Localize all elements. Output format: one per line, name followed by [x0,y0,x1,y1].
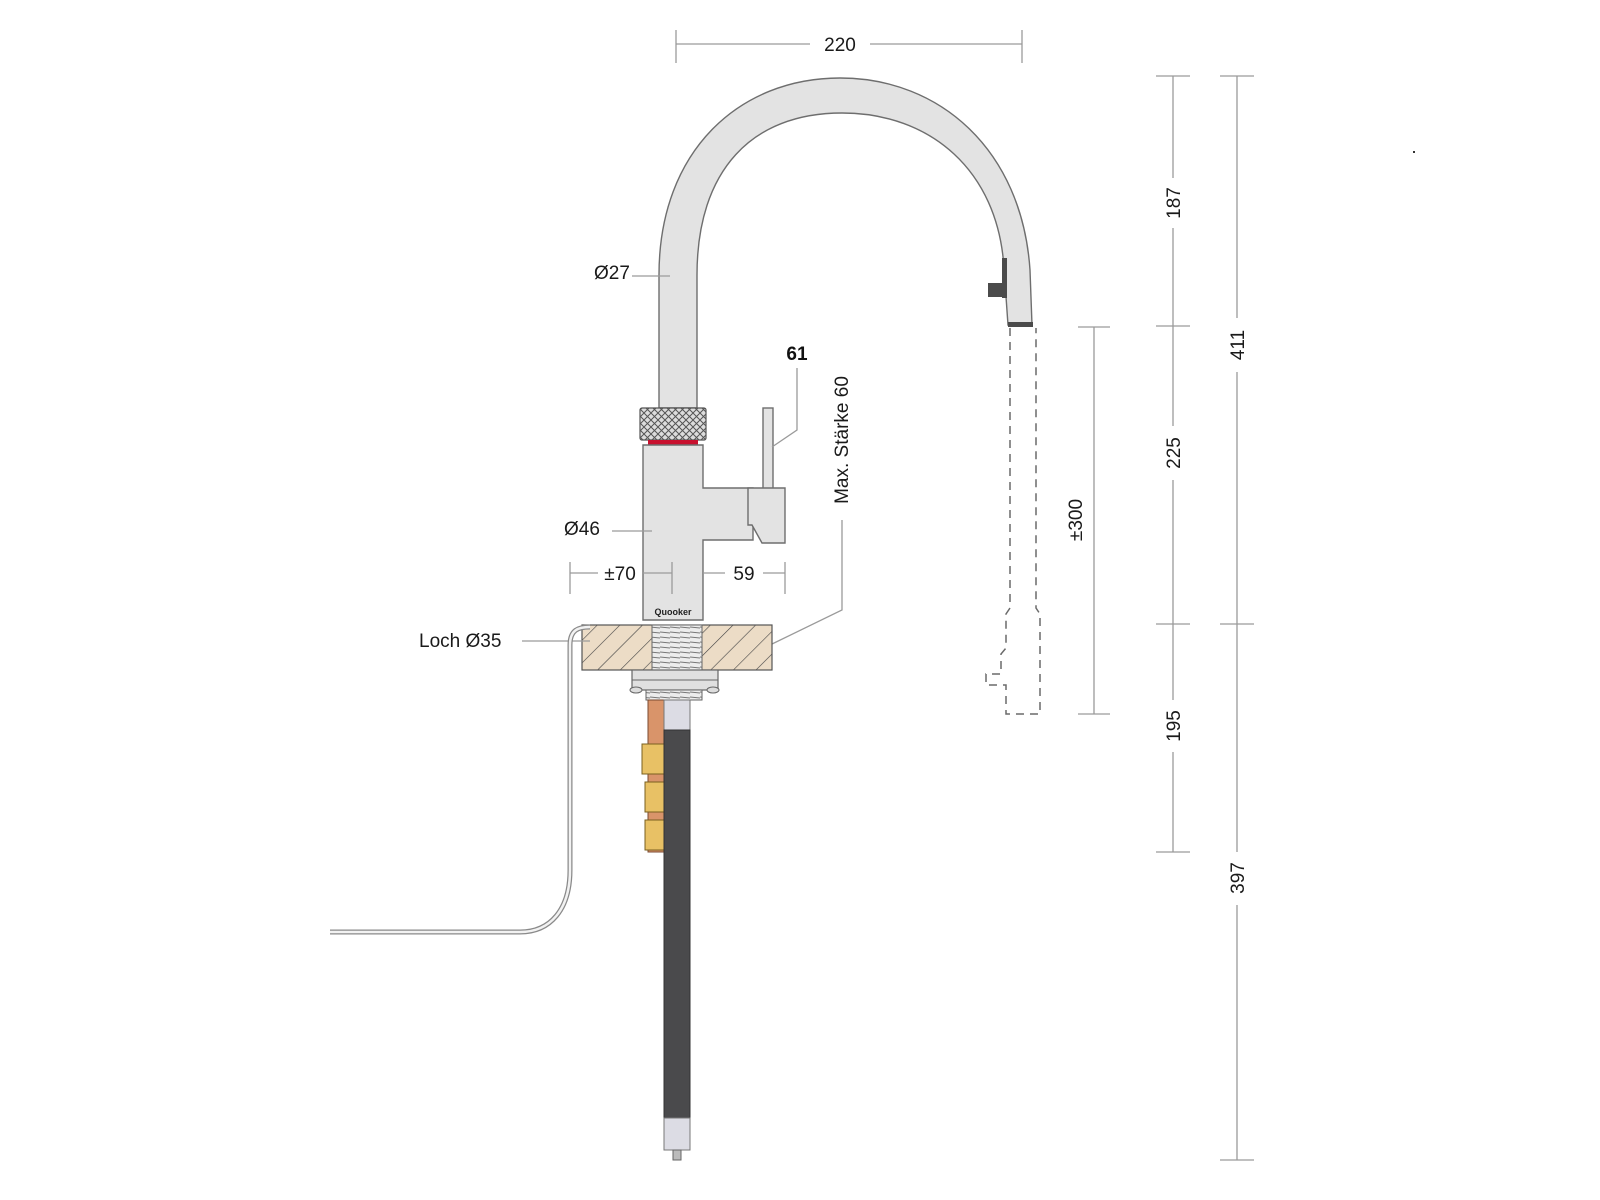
dimension-lever: 61 [771,344,808,448]
height-411-label: 411 [1228,330,1249,360]
height-397-label: 397 [1228,862,1249,894]
copper-supply-pipe [641,699,667,853]
max-thickness-label: Max. Stärke 60 [832,376,853,504]
pull-out-hose-outline [985,328,1041,715]
cable [330,624,591,935]
countertop-section [581,624,773,671]
dimension-hole: Loch Ø35 [419,631,590,652]
brand-logo: Quooker [654,607,692,617]
dimension-spout-diameter: Ø27 [594,263,670,284]
body-diameter-label: Ø46 [564,519,600,540]
lever-handle [747,407,786,544]
brass-fitting [644,781,667,813]
dimension-spout-reach: 220 [675,30,1023,63]
mounting-nut [629,669,720,701]
hot-indicator-ring [648,440,698,445]
knurled-collar [639,407,707,441]
pull-out-length-label: ±300 [1066,499,1087,541]
dimension-max-thickness: Max. Stärke 60 [769,376,853,646]
spout [658,77,1033,409]
spray-nozzle [1008,322,1033,327]
height-195-label: 195 [1164,710,1185,742]
height-225-label: 225 [1164,437,1185,469]
hole-label: Loch Ø35 [419,631,501,652]
brass-fitting [641,743,667,775]
depth-left-label: ±70 [604,564,636,585]
spout-reach-label: 220 [824,35,856,56]
dimension-chain-outer: 411 397 [1220,75,1254,1161]
dimension-pull-out: ±300 [1066,326,1110,715]
dimension-depth: ±70 59 [569,562,786,594]
height-187-label: 187 [1164,187,1185,219]
depth-right-label: 59 [733,564,754,585]
lever-height-label: 61 [786,344,808,365]
dimension-chain-inner: 187 225 195 [1156,75,1190,853]
spout-diameter-label: Ø27 [594,263,630,284]
spray-button [988,283,1006,297]
flexible-hose [663,699,691,1161]
brass-fitting [644,819,667,851]
tap-body: Quooker [642,444,754,621]
dimension-body-diameter: Ø46 [564,519,652,540]
